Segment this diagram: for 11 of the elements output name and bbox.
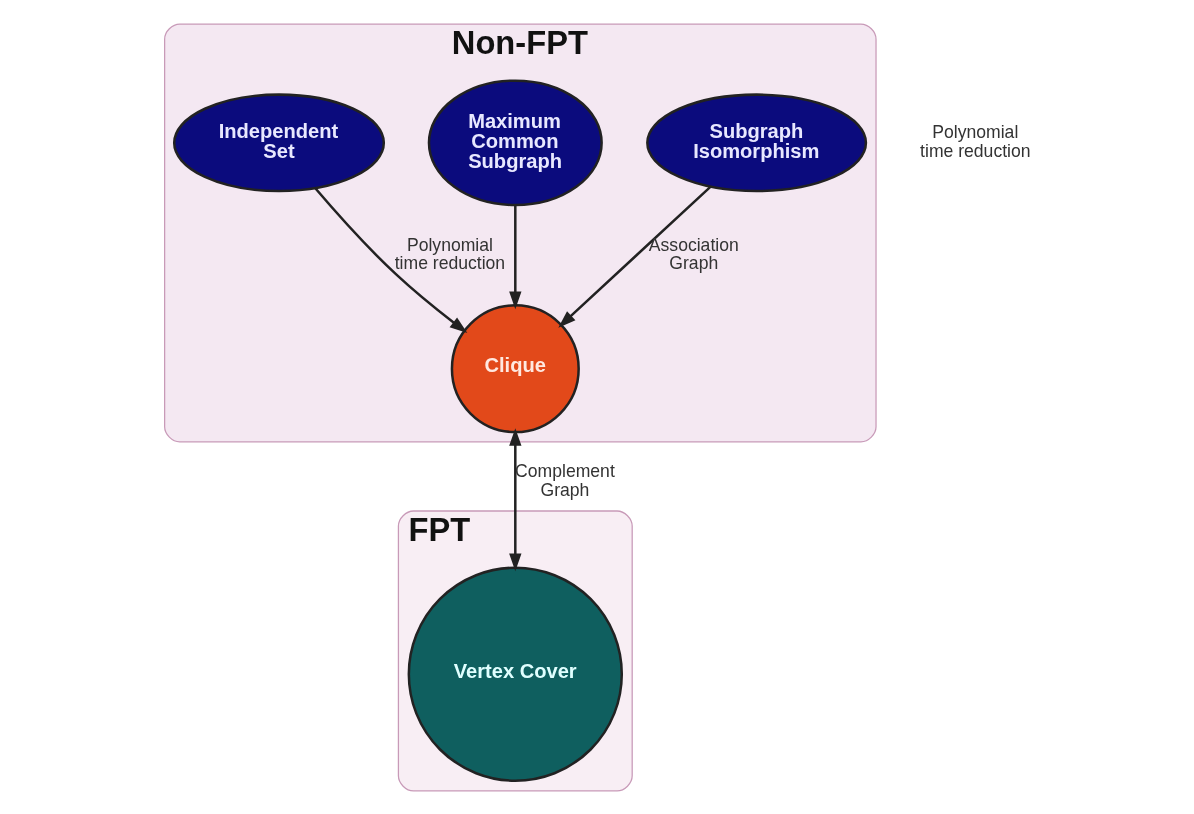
node-circle: Vertex Cover [407,566,624,782]
arrow [558,185,712,328]
label: Polynomial time reduction [920,121,1031,161]
edge-label: Association Graph [648,234,739,273]
edge-label: Polynomial time reduction [394,234,506,273]
node-ellipse: Subgraph Isomorphism [646,92,868,192]
arrow [509,204,522,309]
node-ellipse: Independent Set [172,92,386,192]
arrow [314,186,468,333]
node-ellipse: Maximum Common Subgraph [427,78,603,206]
arrow [509,427,522,571]
